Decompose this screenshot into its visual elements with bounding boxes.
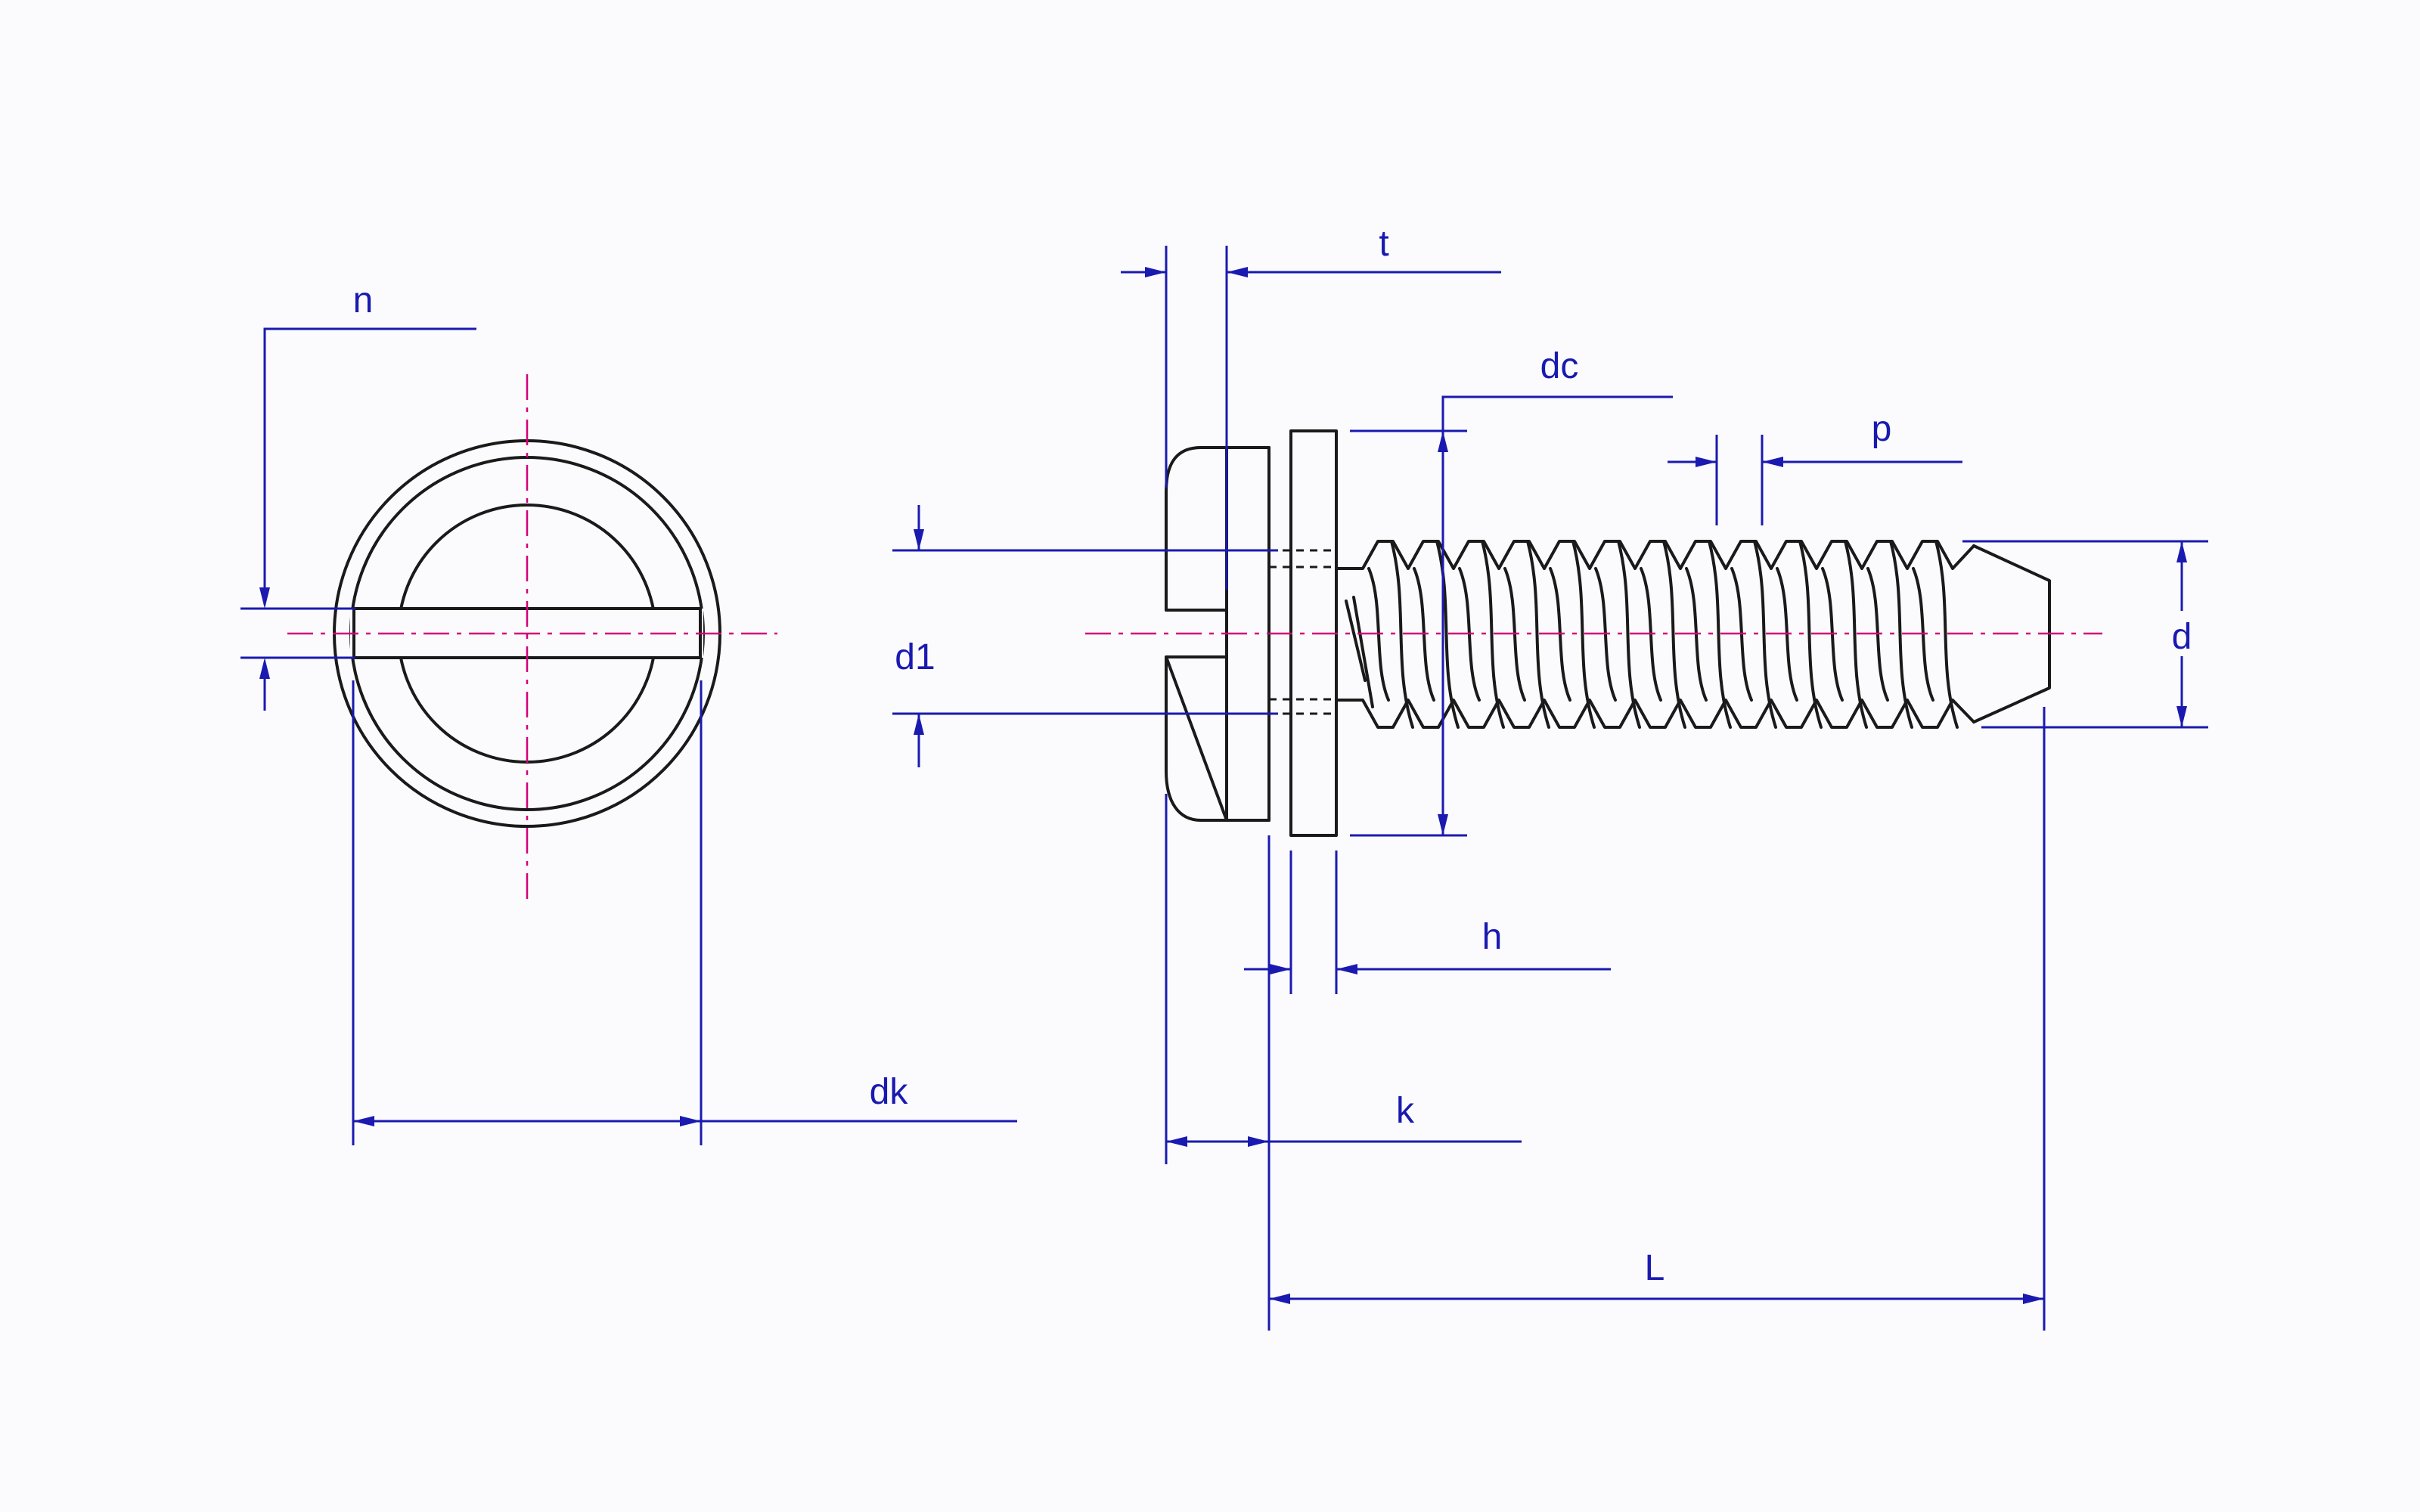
thread-crest-line <box>1753 540 1777 729</box>
dimension-dc: dc <box>1350 346 1673 837</box>
thread-crest-line <box>1798 540 1823 729</box>
thread-root-line <box>1594 567 1617 702</box>
screw-head-profile <box>1165 446 1228 822</box>
screw-thread <box>1335 540 1975 729</box>
label-t: t <box>1379 224 1388 264</box>
thread-crest-line <box>1526 540 1550 729</box>
thread-root-line <box>1367 567 1390 702</box>
dimension-d1: d1 <box>892 505 1278 767</box>
thread-root-line <box>1730 567 1753 702</box>
thread-root-line <box>1458 567 1481 702</box>
thread-root-line <box>1685 567 1708 702</box>
thread-crest-line <box>1481 540 1505 729</box>
thread-root-line <box>1866 567 1889 702</box>
thread-crest-line <box>1934 540 1959 729</box>
thread-crest-line <box>1889 540 1913 729</box>
dimension-L: L <box>1269 707 2046 1331</box>
label-p: p <box>1872 409 1892 449</box>
label-h: h <box>1482 917 1503 957</box>
thread-start-cut <box>1345 596 1374 708</box>
label-dc: dc <box>1540 346 1579 386</box>
dimension-d: d <box>1962 540 2208 729</box>
thread-root-line <box>1776 567 1798 702</box>
dimension-dk: dk <box>352 680 1017 1145</box>
thread-crest-line <box>1571 540 1596 729</box>
label-d1: d1 <box>895 637 935 677</box>
side-view: t dc p d1 <box>892 224 2208 1331</box>
dimension-p: p <box>1668 409 1962 525</box>
thread-crest-line <box>1844 540 1868 729</box>
dimension-t: t <box>1121 224 1501 590</box>
label-dk: dk <box>870 1072 909 1112</box>
dimension-k: k <box>1165 794 1522 1331</box>
thread-crest-line <box>1617 540 1641 729</box>
label-n: n <box>353 280 374 321</box>
thread-root-line <box>1821 567 1844 702</box>
label-k: k <box>1396 1091 1415 1131</box>
dimension-h: h <box>1244 850 1611 994</box>
thread-root-line <box>1912 567 1934 702</box>
thread-root-line <box>1413 567 1435 702</box>
thread-top-profile <box>1335 540 1975 570</box>
thread-bottom-profile <box>1335 699 1975 729</box>
thread-crest-line <box>1435 540 1460 729</box>
front-view: n dk <box>240 280 1017 1145</box>
thread-root-line <box>1503 567 1526 702</box>
dimension-n: n <box>240 280 476 711</box>
thread-crest-line <box>1662 540 1686 729</box>
thread-root-line <box>1549 567 1571 702</box>
label-L: L <box>1645 1248 1665 1288</box>
thread-crest-line <box>1390 540 1414 729</box>
label-d: d <box>2172 617 2192 657</box>
thread-crest-line <box>1708 540 1732 729</box>
thread-root-line <box>1640 567 1662 702</box>
